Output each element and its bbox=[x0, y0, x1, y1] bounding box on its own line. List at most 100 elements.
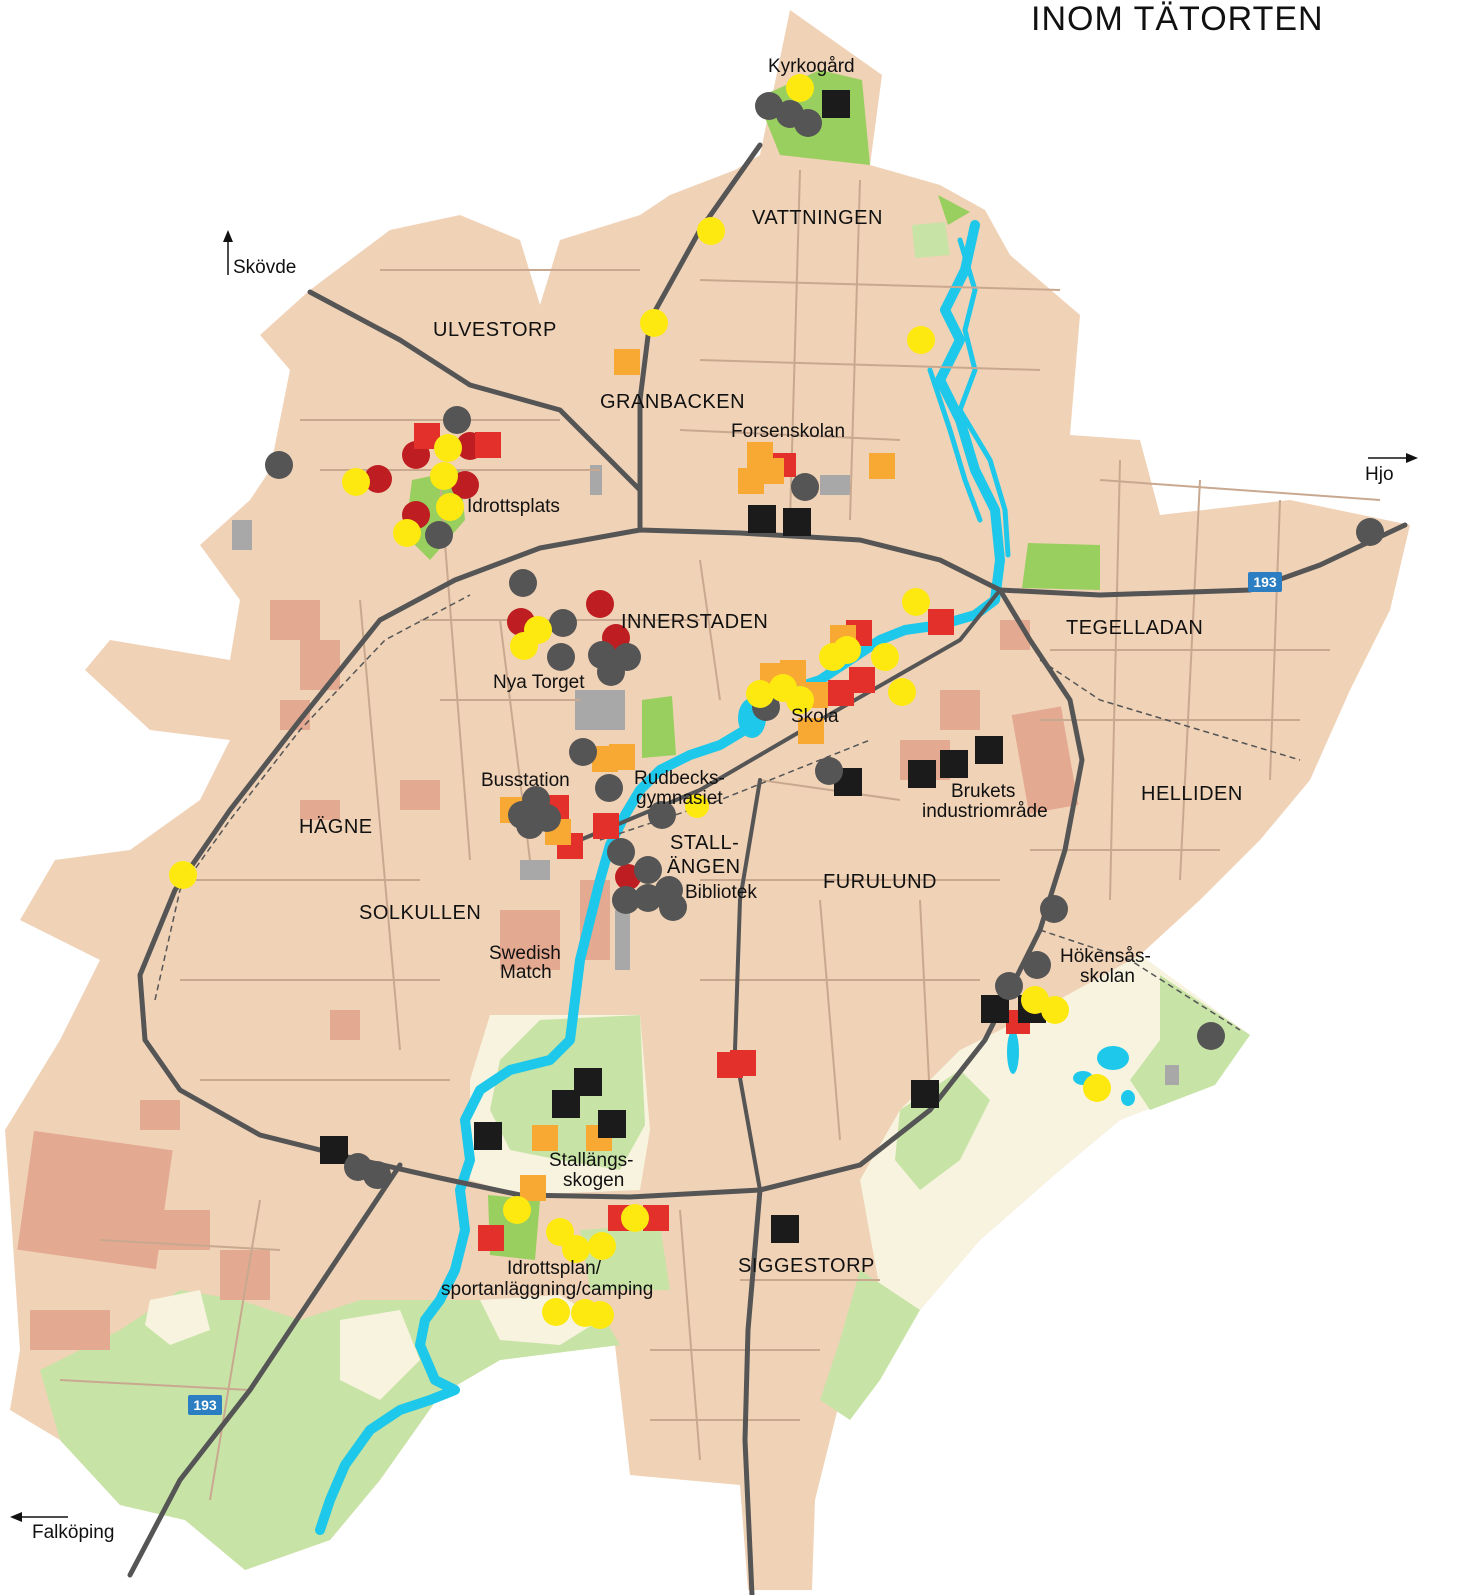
road-south bbox=[742, 1187, 763, 1595]
district-stallangen: STALL- bbox=[670, 832, 739, 854]
place-nya-torget: Nya Torget bbox=[493, 672, 585, 693]
map-marker bbox=[783, 508, 811, 536]
map-marker bbox=[755, 92, 783, 120]
map-marker bbox=[520, 1175, 546, 1201]
map-marker bbox=[794, 109, 822, 137]
map-marker bbox=[822, 90, 850, 118]
map-marker bbox=[598, 1110, 626, 1138]
map-marker bbox=[425, 521, 453, 549]
map-marker bbox=[588, 1232, 616, 1260]
map-marker bbox=[609, 744, 635, 770]
arrow-right-icon bbox=[1406, 453, 1418, 463]
map-marker bbox=[364, 465, 392, 493]
forest-south bbox=[820, 1270, 920, 1420]
place-hokensas-line2: skolan bbox=[1080, 966, 1135, 987]
district-tegelladan: TEGELLADAN bbox=[1066, 617, 1203, 639]
road-skovde bbox=[307, 289, 643, 493]
place-idrottsplan: Idrottsplan/ bbox=[507, 1258, 602, 1279]
map-marker bbox=[612, 886, 640, 914]
map-marker bbox=[436, 493, 464, 521]
direction-skovde bbox=[223, 230, 233, 275]
place-stallangsskogen: Stallängs- bbox=[549, 1150, 634, 1171]
map-marker bbox=[981, 995, 1009, 1023]
map-marker bbox=[798, 718, 824, 744]
place-rudbecks-line2: gymnasiet bbox=[636, 788, 723, 809]
town-land-area bbox=[5, 10, 1410, 1590]
map-marker bbox=[593, 813, 619, 839]
place-idrottsplan-line2: sportanläggning/camping bbox=[441, 1279, 653, 1300]
map-marker bbox=[786, 686, 814, 714]
map-marker bbox=[1041, 996, 1069, 1024]
place-forsenskolan: Forsenskolan bbox=[731, 421, 845, 442]
place-bibliotek: Bibliotek bbox=[685, 882, 757, 903]
place-bruket: Brukets bbox=[951, 781, 1015, 802]
map-marker bbox=[746, 680, 774, 708]
direction-falkoping-label: Falköping bbox=[32, 1522, 114, 1543]
markers-gray bbox=[265, 92, 1384, 1189]
place-rudbecks: Rudbecks- bbox=[634, 768, 725, 789]
map-marker bbox=[542, 1298, 570, 1326]
map-marker bbox=[1023, 951, 1051, 979]
forest-se bbox=[1130, 975, 1250, 1110]
road-shield-east: 193 bbox=[1248, 572, 1282, 592]
direction-hjo-label: Hjo bbox=[1365, 464, 1394, 485]
map-marker bbox=[907, 326, 935, 354]
map-marker bbox=[569, 738, 597, 766]
map-marker bbox=[634, 856, 662, 884]
map-marker bbox=[815, 757, 843, 785]
map-marker bbox=[562, 1235, 590, 1263]
map-marker bbox=[595, 774, 623, 802]
direction-hjo bbox=[1368, 453, 1418, 463]
map-marker bbox=[430, 462, 458, 490]
road-number-label: 193 bbox=[1253, 574, 1277, 590]
map-marker bbox=[1356, 518, 1384, 546]
place-skola: Skola bbox=[791, 706, 839, 727]
pale-patch-sw bbox=[340, 1310, 420, 1400]
grey-buildings bbox=[232, 465, 1179, 1085]
map-marker bbox=[819, 643, 847, 671]
map-marker bbox=[363, 1161, 391, 1189]
map-marker bbox=[940, 750, 968, 778]
map-marker bbox=[748, 505, 776, 533]
vattningen-park bbox=[938, 195, 970, 225]
district-helliden: HELLIDEN bbox=[1141, 783, 1243, 805]
central-park bbox=[642, 696, 676, 758]
place-kyrkogard: Kyrkogård bbox=[768, 56, 855, 77]
map-marker bbox=[659, 893, 687, 921]
map-marker bbox=[478, 1225, 504, 1251]
map-marker bbox=[547, 643, 575, 671]
map-marker bbox=[169, 861, 197, 889]
map-marker bbox=[1040, 895, 1068, 923]
district-granbacken: GRANBACKEN bbox=[600, 391, 745, 413]
map-marker bbox=[621, 1204, 649, 1232]
map-marker bbox=[510, 632, 538, 660]
map-marker bbox=[771, 1215, 799, 1243]
vattningen-park-2 bbox=[912, 222, 950, 258]
map-marker bbox=[697, 217, 725, 245]
markers-red bbox=[414, 423, 1030, 1251]
markers-orange bbox=[500, 349, 895, 1201]
map-marker bbox=[640, 309, 668, 337]
district-innerstaden: INNERSTADEN bbox=[621, 611, 768, 633]
district-hagne: HÄGNE bbox=[299, 816, 373, 838]
map-marker bbox=[552, 1090, 580, 1118]
road-193-southwest bbox=[127, 1162, 403, 1578]
map-marker bbox=[320, 1136, 348, 1164]
map-marker bbox=[888, 678, 916, 706]
map-marker bbox=[634, 884, 662, 912]
map-marker bbox=[265, 451, 293, 479]
map-marker bbox=[614, 349, 640, 375]
map-marker bbox=[597, 658, 625, 686]
direction-falkoping bbox=[10, 1512, 68, 1522]
place-swedish-match-line2: Match bbox=[500, 962, 552, 983]
map-marker bbox=[648, 801, 676, 829]
map-marker bbox=[393, 519, 421, 547]
map-marker bbox=[685, 794, 709, 818]
map-marker bbox=[791, 473, 819, 501]
map-marker bbox=[730, 1050, 756, 1076]
map-marker bbox=[443, 406, 471, 434]
forest-sw bbox=[40, 1290, 620, 1570]
map-marker bbox=[1083, 1074, 1111, 1102]
district-ulvestorp: ULVESTORP bbox=[433, 319, 557, 341]
map-marker bbox=[451, 471, 479, 499]
